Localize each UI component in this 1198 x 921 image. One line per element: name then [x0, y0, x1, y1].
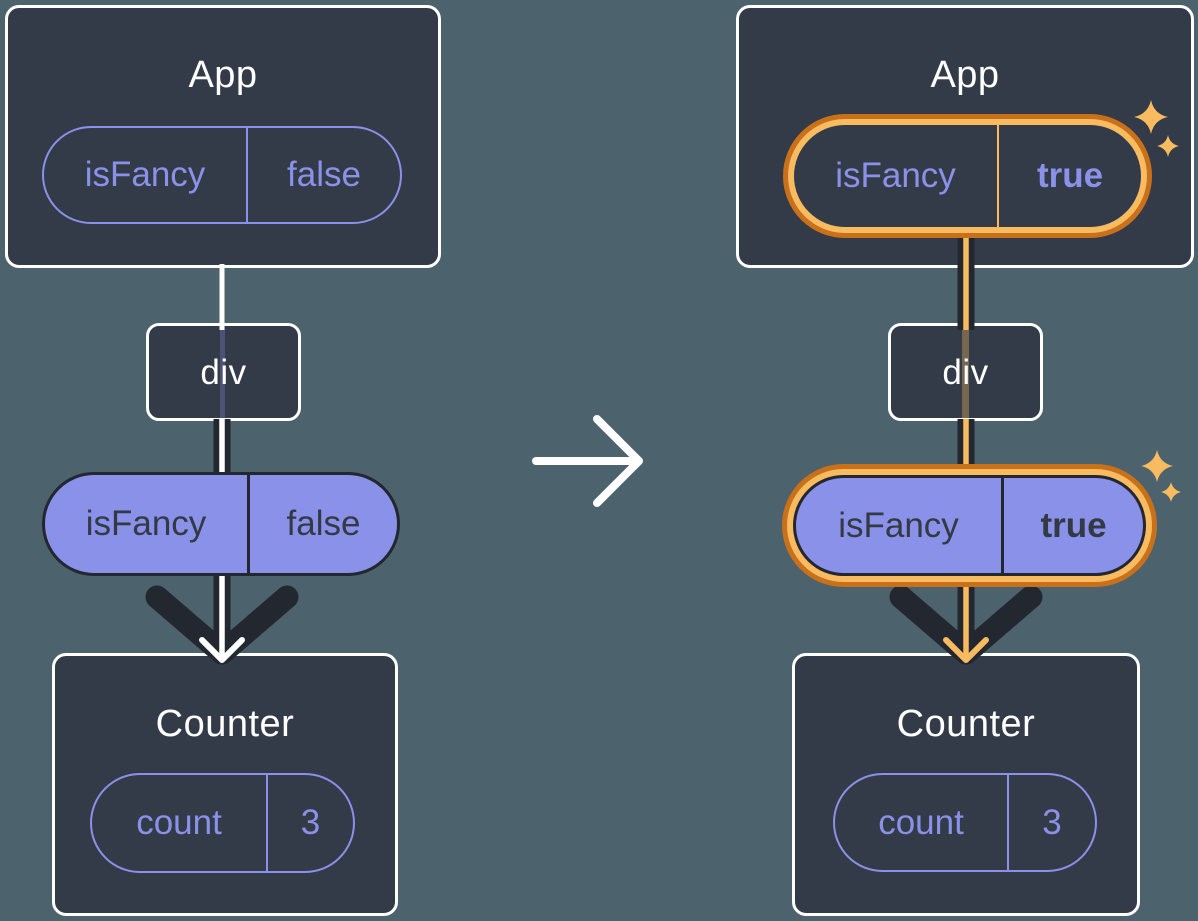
div-element-box-before: div	[146, 323, 301, 421]
state-pill-counter-before: count 3	[90, 773, 355, 873]
arrowhead-chevron-icon	[145, 585, 299, 665]
sparkle-icon	[1141, 450, 1173, 482]
component-title: App	[188, 54, 258, 96]
state-pill-counter-after: count 3	[833, 773, 1097, 872]
state-value: 3	[1007, 775, 1095, 870]
prop-value: false	[247, 475, 397, 573]
state-name: count	[136, 803, 222, 842]
counter-component-box-before: Counter	[52, 653, 398, 916]
prop-pill-app-before: isFancy false	[42, 126, 402, 224]
component-title: Counter	[155, 703, 295, 745]
arrow-right-icon	[532, 415, 643, 507]
state-name: count	[878, 802, 964, 842]
prop-flow-trace	[220, 326, 225, 418]
prop-value: true	[1001, 478, 1143, 573]
element-label: div	[942, 353, 989, 392]
prop-value: true	[997, 125, 1141, 227]
state-value: 3	[266, 775, 353, 871]
prop-name: isFancy	[838, 505, 959, 545]
sparkle-icon	[1161, 482, 1181, 502]
arrowhead-chevron-icon	[889, 585, 1043, 665]
passed-prop-pill-before: isFancy false	[42, 472, 400, 576]
component-title: Counter	[896, 703, 1036, 745]
prop-name: isFancy	[835, 156, 956, 195]
prop-value: false	[246, 128, 400, 222]
component-title: App	[930, 54, 1000, 96]
prop-name: isFancy	[84, 155, 206, 194]
prop-pill-app-after-highlighted: isFancy true	[783, 114, 1152, 238]
div-element-box-after: div	[888, 323, 1043, 421]
prop-flow-trace	[962, 326, 969, 418]
passed-prop-pill-after-highlighted: isFancy true	[782, 464, 1157, 587]
element-label: div	[200, 353, 247, 392]
prop-name: isFancy	[85, 504, 207, 543]
